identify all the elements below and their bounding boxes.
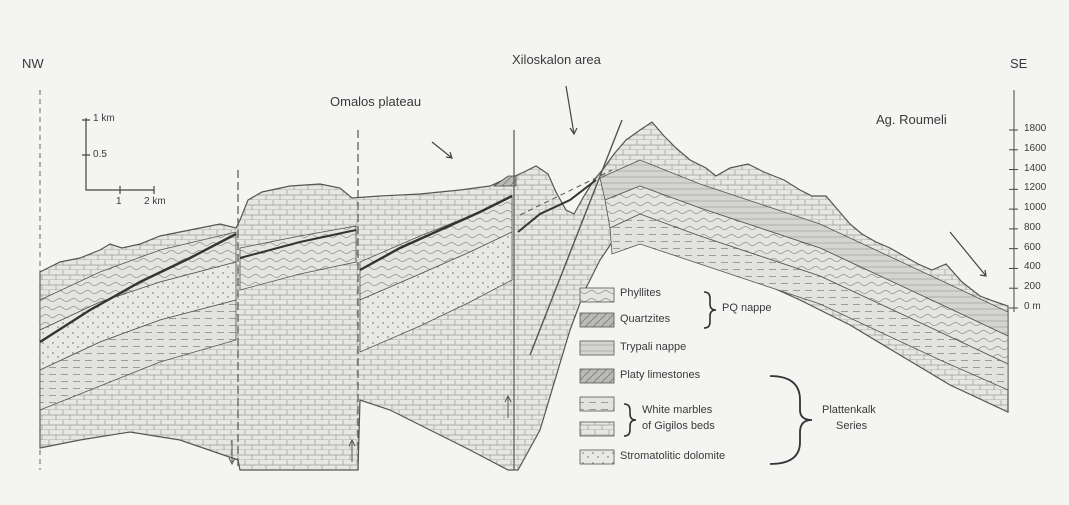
legend-stromatolitic: Stromatolitic dolomite (620, 450, 726, 462)
se-label: SE (1010, 56, 1028, 71)
band-right-low (609, 213, 1009, 391)
scale-1km-label: 1 km (93, 113, 115, 124)
elevation-tick-label: 1200 (1024, 182, 1047, 194)
oblique-fault (529, 119, 623, 356)
legend-trypali: Trypali nappe (620, 341, 687, 353)
nw-label: NW (22, 56, 44, 71)
elevation-tick-label: 1600 (1024, 142, 1047, 154)
legend-swatch-trypali (579, 340, 615, 356)
thrust-line-left (39, 232, 237, 344)
thrust-line-right (517, 179, 597, 233)
legend-swatch-marbles-a (579, 396, 615, 412)
legend-swatch-phyllites (579, 287, 615, 303)
elevation-tick-label: 0 m (1024, 301, 1041, 312)
legend-white-marbles-1: White marbles (642, 404, 713, 416)
legend-swatch-marbles-b (579, 421, 615, 437)
scale-2km-label: 2 km (144, 196, 166, 207)
fault-arrow-1 (228, 440, 236, 466)
scale-bar (82, 118, 155, 194)
legend-plattenkalk-1: Plattenkalk (822, 404, 876, 416)
legend-swatch-stromatolitic (579, 449, 615, 465)
scale-05-label: 0.5 (93, 149, 107, 160)
arrow-xiloskalon (565, 85, 578, 136)
legend-white-marbles-2: of Gigilos beds (642, 420, 715, 432)
fault-arrow-3 (504, 394, 512, 418)
thrust-line-mid-left (239, 229, 357, 259)
legend-phyllites: Phyllites (620, 287, 661, 299)
elevation-tick-marks (1009, 129, 1018, 309)
scale-1-label: 1 (116, 196, 122, 207)
brace-marbles (623, 403, 637, 437)
band-middle-mid2 (359, 231, 513, 353)
band-lower-left (39, 299, 237, 411)
oblique-fault-dashed (519, 169, 613, 216)
arrow-roumeli (949, 231, 987, 277)
elevation-tick-label: 1400 (1024, 162, 1047, 174)
brace-plattenkalk (769, 375, 813, 465)
brace-pq-nappe (703, 291, 717, 329)
elevation-tick-label: 800 (1024, 221, 1041, 233)
fault-arrow-2 (348, 438, 356, 462)
elevation-tick-label: 600 (1024, 241, 1041, 253)
ag-roumeli-label: Ag. Roumeli (876, 112, 947, 127)
elevation-tick-label: 1000 (1024, 202, 1047, 214)
legend-plattenkalk-2: Series (836, 420, 868, 432)
omalos-plateau-label: Omalos plateau (330, 94, 422, 109)
arrow-omalos (431, 141, 453, 159)
thrust-line-mid (359, 194, 513, 272)
legend-platy: Platy limestones (620, 369, 701, 381)
xiloskalon-area-label: Xiloskalon area (512, 52, 601, 67)
legend-quartzites: Quartzites (620, 313, 671, 325)
legend-swatch-quartzites (579, 312, 615, 328)
elevation-tick-label: 400 (1024, 261, 1041, 273)
elevation-tick-label: 1800 (1024, 123, 1047, 134)
legend-pq-nappe: PQ nappe (722, 302, 772, 314)
klippe (492, 175, 517, 187)
band-upper-mid (239, 225, 357, 291)
legend-swatch-platy (579, 368, 615, 384)
elevation-tick-label: 200 (1024, 281, 1041, 293)
